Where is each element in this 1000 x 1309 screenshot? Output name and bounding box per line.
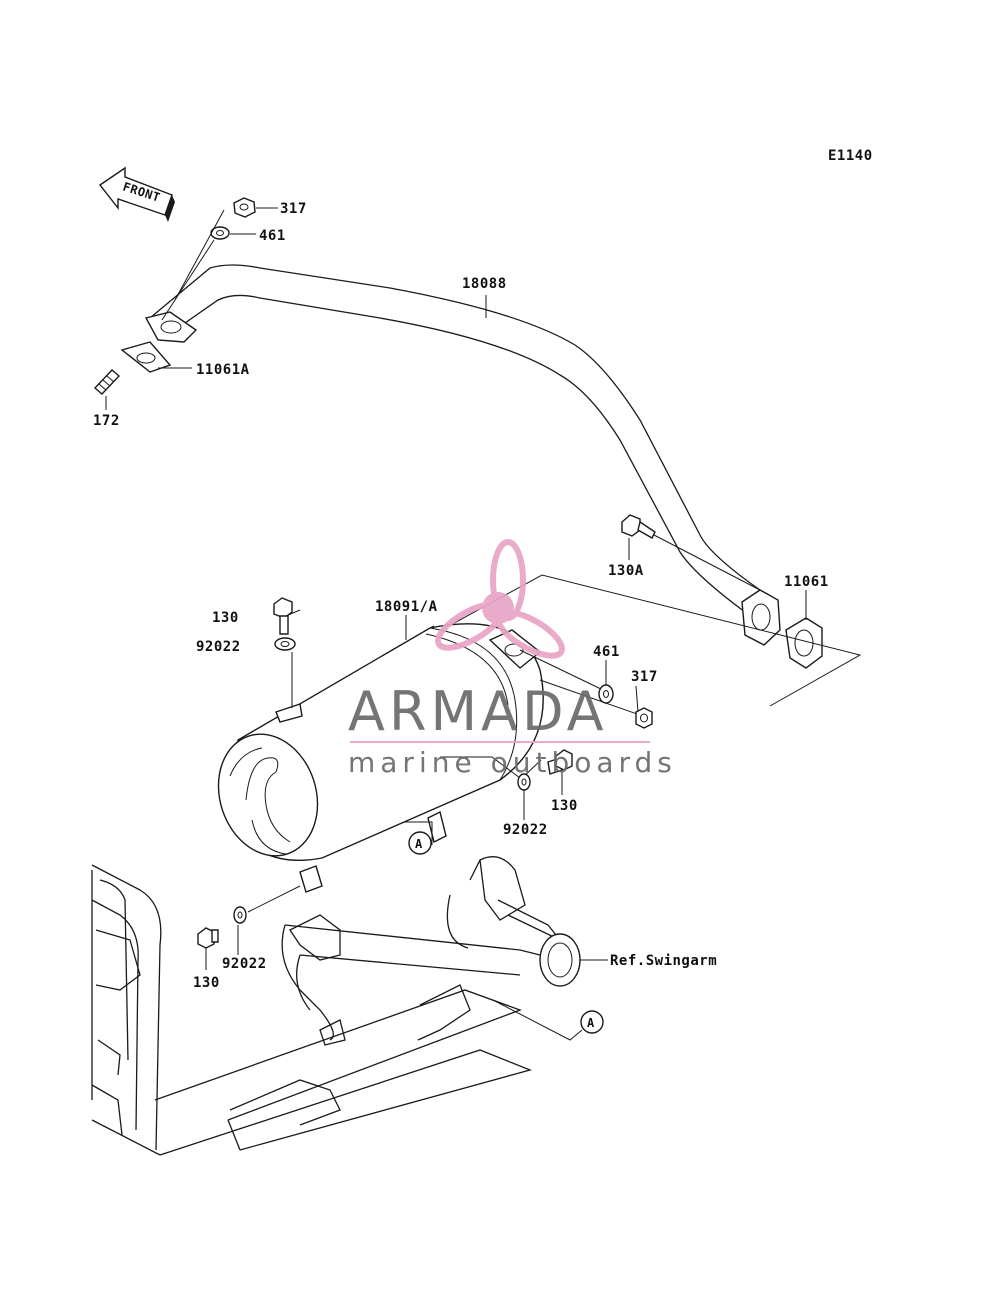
label-washer-lower: 92022 xyxy=(222,956,267,972)
label-bolt-upper: 130 xyxy=(212,610,239,626)
label-gasket-front: 11061A xyxy=(196,362,250,378)
label-bolt-lower: 130 xyxy=(193,975,220,991)
bolt-mid xyxy=(547,749,573,775)
front-gasket xyxy=(120,341,172,373)
label-washer-mid: 461 xyxy=(593,644,620,660)
label-washer-upper: 92022 xyxy=(196,639,241,655)
label-exhaust-pipe: 18088 xyxy=(462,276,507,292)
reference-letter-lower: A xyxy=(587,1016,595,1030)
diagram-code: E1140 xyxy=(828,148,873,164)
label-washer-top: 461 xyxy=(259,228,286,244)
washer-upper xyxy=(274,637,296,651)
label-stud-front: 172 xyxy=(93,413,120,429)
watermark-tagline: marine outboards xyxy=(348,746,677,779)
reference-letter-upper: A xyxy=(415,837,423,851)
front-arrow-icon: FRONT xyxy=(98,166,175,222)
watermark-brand: ARMADA xyxy=(348,680,608,743)
label-nut-mid: 317 xyxy=(631,669,658,685)
stud-front xyxy=(93,369,121,395)
reference-marker-upper: A xyxy=(408,831,432,855)
label-washer-mid2: 92022 xyxy=(503,822,548,838)
washer-lower xyxy=(233,906,247,924)
washer-mid2 xyxy=(517,773,531,791)
bolt-upper xyxy=(273,597,293,635)
label-bolt-mid: 130 xyxy=(551,798,578,814)
washer-mid xyxy=(598,684,614,704)
front-flange xyxy=(144,311,198,343)
label-gasket-rear: 11061 xyxy=(784,574,829,590)
bolt-pipe xyxy=(621,514,656,539)
label-bolt-pipe: 130A xyxy=(608,563,644,579)
rear-flange xyxy=(741,589,781,646)
label-swingarm-ref: Ref.Swingarm xyxy=(610,953,717,969)
frame-assembly xyxy=(91,856,581,1156)
exhaust-pipe xyxy=(149,264,761,613)
label-nut-top: 317 xyxy=(280,201,307,217)
reference-marker-lower: A xyxy=(580,1010,604,1034)
propeller-logo-icon xyxy=(435,539,565,659)
washer-top xyxy=(210,226,230,240)
bolt-lower xyxy=(197,927,219,949)
label-muffler: 18091/A xyxy=(375,599,438,615)
nut-top xyxy=(233,197,256,218)
nut-mid xyxy=(635,707,653,729)
rear-gasket xyxy=(785,617,823,669)
watermark: ARMADA marine outboards xyxy=(348,539,677,779)
